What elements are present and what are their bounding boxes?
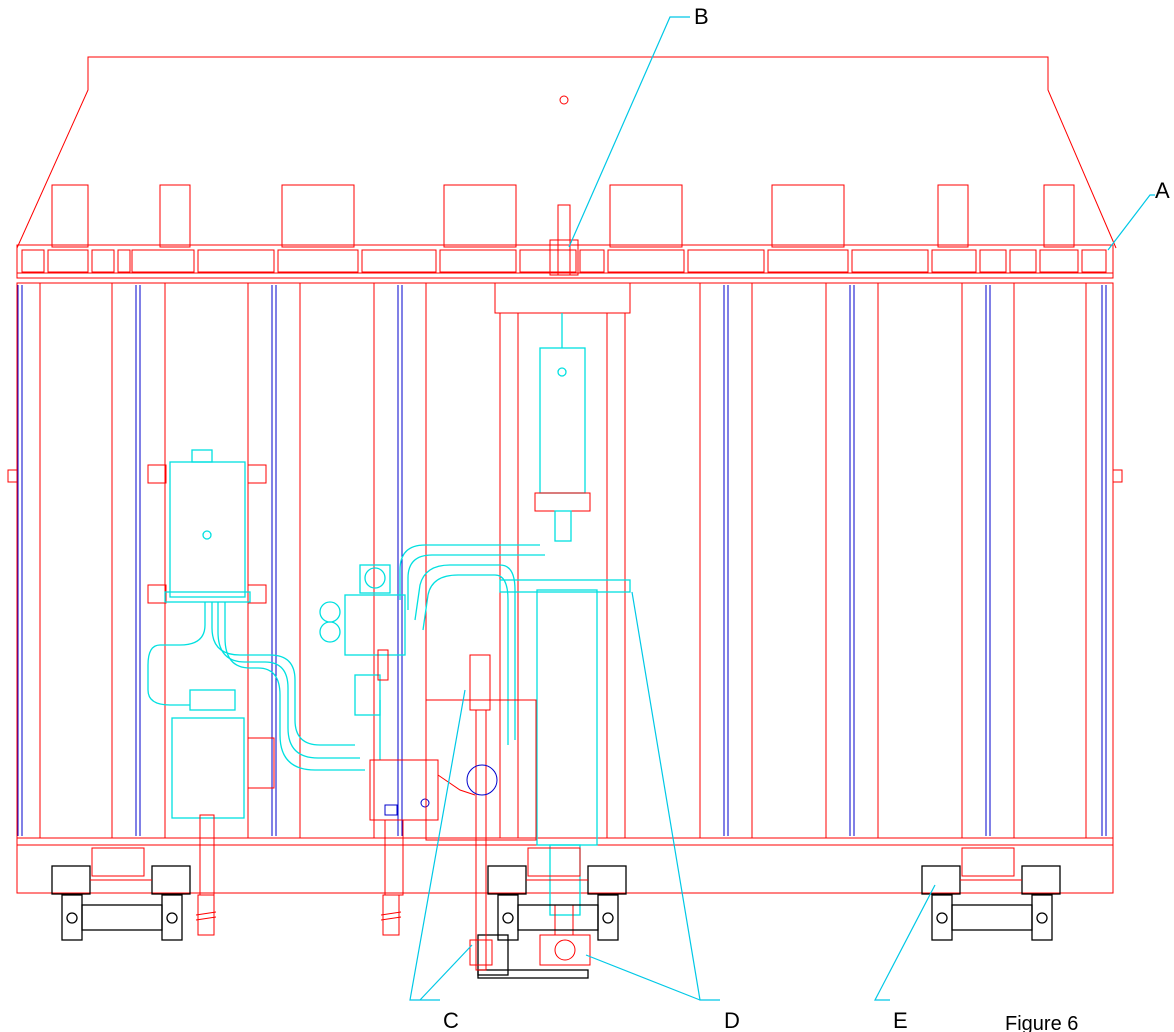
rail-pad: [439, 249, 517, 273]
caster-mount: [527, 847, 581, 877]
mount-block: [443, 184, 517, 248]
mount-block: [771, 184, 845, 248]
mount-block: [1043, 184, 1075, 248]
caster: [921, 847, 1061, 941]
control-box: [369, 759, 476, 896]
mount-block: [51, 184, 89, 248]
caster-mount: [961, 847, 1015, 877]
caster-bar: [517, 904, 599, 931]
rail-pad: [607, 249, 685, 273]
caster-wheel-left: [51, 865, 91, 895]
mount-block: [609, 184, 683, 248]
rail-pad: [1081, 249, 1107, 273]
rail-pad: [1009, 249, 1037, 273]
rail-pad: [361, 249, 437, 273]
center-latch: [549, 204, 579, 276]
top-rail-pads: [21, 249, 1107, 273]
rail-pad: [277, 249, 359, 273]
caster-wheel-right: [151, 865, 191, 895]
caster-bar: [951, 904, 1033, 931]
valve-block: [319, 564, 406, 716]
rail-pad: [767, 249, 849, 273]
caster-leg-right: [597, 894, 619, 941]
caster-leg-right: [161, 894, 183, 941]
center-cylinder-assembly: [477, 282, 631, 979]
caster-wheel-left: [487, 865, 527, 895]
top-blocks: [51, 184, 1075, 248]
caster-wheel-left: [921, 865, 961, 895]
rail-pad: [131, 249, 195, 273]
caster-wheel-right: [1021, 865, 1061, 895]
top-rail: [16, 244, 1114, 284]
caster-leg-left: [61, 894, 83, 941]
caster-bolt: [602, 912, 614, 924]
caster-bolt: [166, 912, 178, 924]
caster-bolt: [936, 912, 948, 924]
callout-b: B: [694, 4, 709, 29]
rail-pad: [851, 249, 929, 273]
caster-bolt: [502, 912, 514, 924]
mount-block: [281, 184, 355, 248]
hydraulic-hoses: [147, 544, 545, 771]
caster: [51, 847, 191, 941]
callout-a: A: [1155, 178, 1170, 203]
rail-pad: [117, 249, 131, 273]
rail-pad: [197, 249, 275, 273]
slats: [17, 283, 1107, 838]
rail-pad: [579, 249, 605, 273]
callout-d: D: [724, 1008, 740, 1032]
rail-pad: [21, 249, 45, 273]
rail-pad: [519, 249, 577, 273]
callout-c: C: [443, 1008, 459, 1032]
lower-fittings: [195, 894, 402, 936]
rail-pad: [1039, 249, 1079, 273]
caster-bolt: [66, 912, 78, 924]
figure-caption: Figure 6: [1005, 1013, 1078, 1032]
mount-block: [937, 184, 969, 248]
caster-wheel-right: [587, 865, 627, 895]
caster-mount: [91, 847, 145, 877]
casters: [51, 847, 1061, 941]
caster-bolt: [1036, 912, 1048, 924]
caster-leg-right: [1031, 894, 1053, 941]
rail-pad: [931, 249, 977, 273]
rail-pad: [47, 249, 89, 273]
mount-block: [159, 184, 191, 248]
rail-pad: [91, 249, 115, 273]
caster-leg-left: [931, 894, 953, 941]
caster: [487, 847, 627, 941]
left-accumulator: [147, 449, 275, 896]
caster-leg-left: [497, 894, 519, 941]
callout-e: E: [893, 1008, 908, 1032]
caster-bar: [81, 904, 163, 931]
strut-assembly: [425, 654, 537, 971]
leader-lines: [409, 16, 1155, 1001]
rail-pad: [979, 249, 1007, 273]
hood-outline: [16, 56, 1117, 249]
rail-pad: [687, 249, 765, 273]
